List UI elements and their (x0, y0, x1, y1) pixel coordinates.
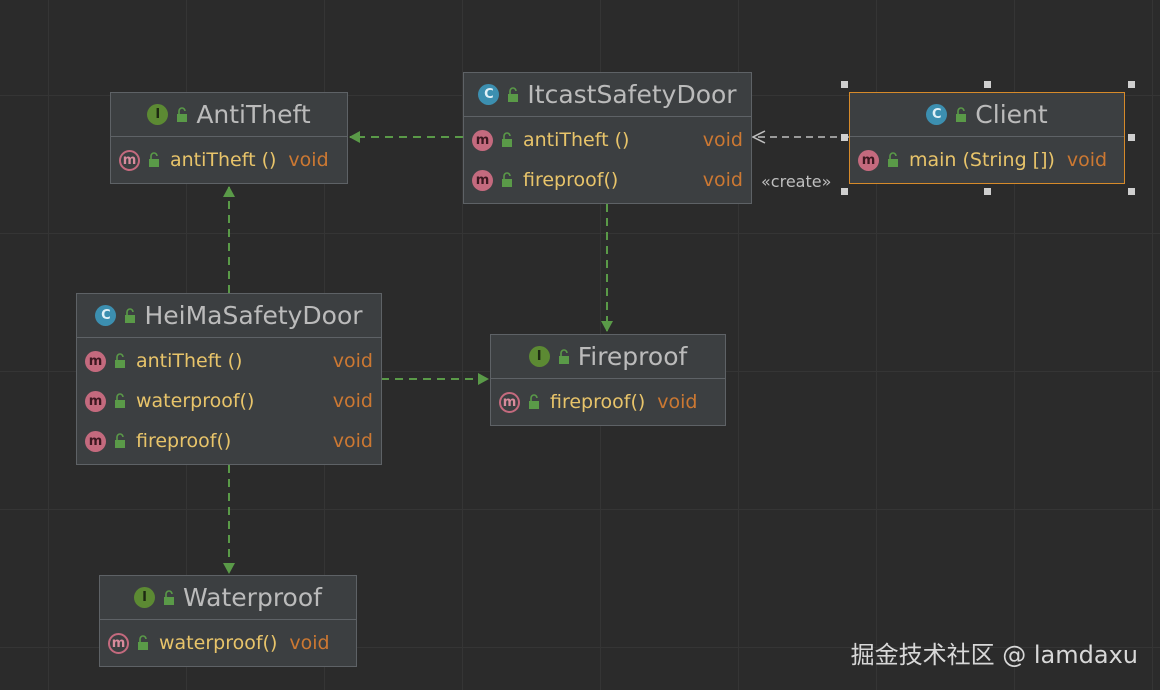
method-name: antiTheft () (523, 129, 630, 151)
resize-handle-ne[interactable] (1128, 81, 1135, 88)
unlocked-icon (115, 433, 125, 448)
unlocked-icon (138, 635, 148, 650)
method-icon: m (108, 632, 129, 654)
unlocked-icon (508, 86, 519, 102)
return-type: void (657, 391, 698, 413)
class-icon: C (95, 305, 117, 326)
return-type: void (288, 149, 329, 171)
method-row[interactable]: m main (String []) void (858, 140, 1116, 180)
interface-icon: I (147, 104, 169, 125)
return-type: void (332, 350, 373, 372)
node-waterproof-header: I Waterproof (100, 576, 356, 620)
method-row[interactable]: m antiTheft () void (85, 341, 373, 381)
edge-label-create: «create» (761, 172, 832, 191)
resize-handle-se[interactable] (1128, 188, 1135, 195)
method-name: fireproof() (523, 169, 619, 191)
method-row[interactable]: m antiTheft () void (472, 120, 743, 160)
unlocked-icon (529, 394, 539, 409)
resize-handle-n[interactable] (984, 81, 991, 88)
static-method-icon: m (858, 149, 879, 171)
resize-handle-nw[interactable] (841, 81, 848, 88)
method-icon: m (499, 391, 520, 413)
node-itcastsafetydoor[interactable]: C ItcastSafetyDoor m antiTheft () void m… (463, 72, 752, 204)
return-type: void (1066, 149, 1108, 171)
method-row[interactable]: m fireproof() void (499, 382, 717, 422)
node-itcastsafetydoor-header: C ItcastSafetyDoor (464, 73, 751, 117)
method-name: antiTheft () (170, 149, 277, 171)
unlocked-icon (125, 307, 136, 323)
method-row[interactable]: m waterproof() void (108, 623, 348, 663)
node-title: Waterproof (183, 583, 322, 612)
method-name: antiTheft () (136, 350, 243, 372)
return-type: void (289, 632, 330, 654)
node-heimasafetydoor[interactable]: C HeiMaSafetyDoor m antiTheft () void m … (76, 293, 382, 465)
watermark: 掘金技术社区 @ lamdaxu (850, 641, 1138, 669)
class-icon: C (478, 84, 500, 105)
return-type: void (702, 129, 743, 151)
resize-handle-sw[interactable] (841, 188, 848, 195)
node-title: Fireproof (577, 342, 688, 371)
return-type: void (332, 430, 373, 452)
method-row[interactable]: m antiTheft () void (119, 140, 339, 180)
unlocked-icon (149, 152, 159, 167)
node-title: Client (975, 100, 1048, 129)
unlocked-icon (502, 132, 512, 147)
unlocked-icon (115, 393, 125, 408)
unlocked-icon (502, 172, 512, 187)
node-waterproof[interactable]: I Waterproof m waterproof() void (99, 575, 357, 667)
method-name: waterproof() (159, 632, 278, 654)
return-type: void (332, 390, 373, 412)
method-icon: m (472, 129, 493, 151)
node-fireproof-header: I Fireproof (491, 335, 725, 379)
runnable-class-icon: C (926, 104, 948, 125)
node-antitheft[interactable]: I AntiTheft m antiTheft () void (110, 92, 348, 184)
return-type: void (702, 169, 743, 191)
node-client-header: C Client (850, 93, 1124, 137)
method-name: main (String []) (909, 149, 1055, 171)
unlocked-icon (177, 106, 188, 122)
method-row[interactable]: m waterproof() void (85, 381, 373, 421)
unlocked-icon (956, 106, 967, 122)
method-name: waterproof() (136, 390, 255, 412)
unlocked-icon (115, 353, 125, 368)
method-row[interactable]: m fireproof() void (85, 421, 373, 461)
node-heimasafetydoor-header: C HeiMaSafetyDoor (77, 294, 381, 338)
node-title: HeiMaSafetyDoor (144, 301, 363, 330)
resize-handle-e[interactable] (1128, 134, 1135, 141)
node-title: ItcastSafetyDoor (527, 80, 737, 109)
method-row[interactable]: m fireproof() void (472, 160, 743, 200)
method-icon: m (85, 390, 106, 412)
resize-handle-s[interactable] (984, 188, 991, 195)
method-icon: m (472, 169, 493, 191)
node-title: AntiTheft (196, 100, 311, 129)
interface-icon: I (134, 587, 156, 608)
method-name: fireproof() (136, 430, 232, 452)
unlocked-icon (558, 348, 569, 364)
method-icon: m (85, 430, 106, 452)
node-antitheft-header: I AntiTheft (111, 93, 347, 137)
method-icon: m (85, 350, 106, 372)
resize-handle-w[interactable] (841, 134, 848, 141)
unlocked-icon (888, 152, 898, 167)
unlocked-icon (164, 589, 175, 605)
method-icon: m (119, 149, 140, 171)
interface-icon: I (528, 346, 550, 367)
node-client[interactable]: C Client m main (String []) void (849, 92, 1125, 184)
node-fireproof[interactable]: I Fireproof m fireproof() void (490, 334, 726, 426)
method-name: fireproof() (550, 391, 646, 413)
